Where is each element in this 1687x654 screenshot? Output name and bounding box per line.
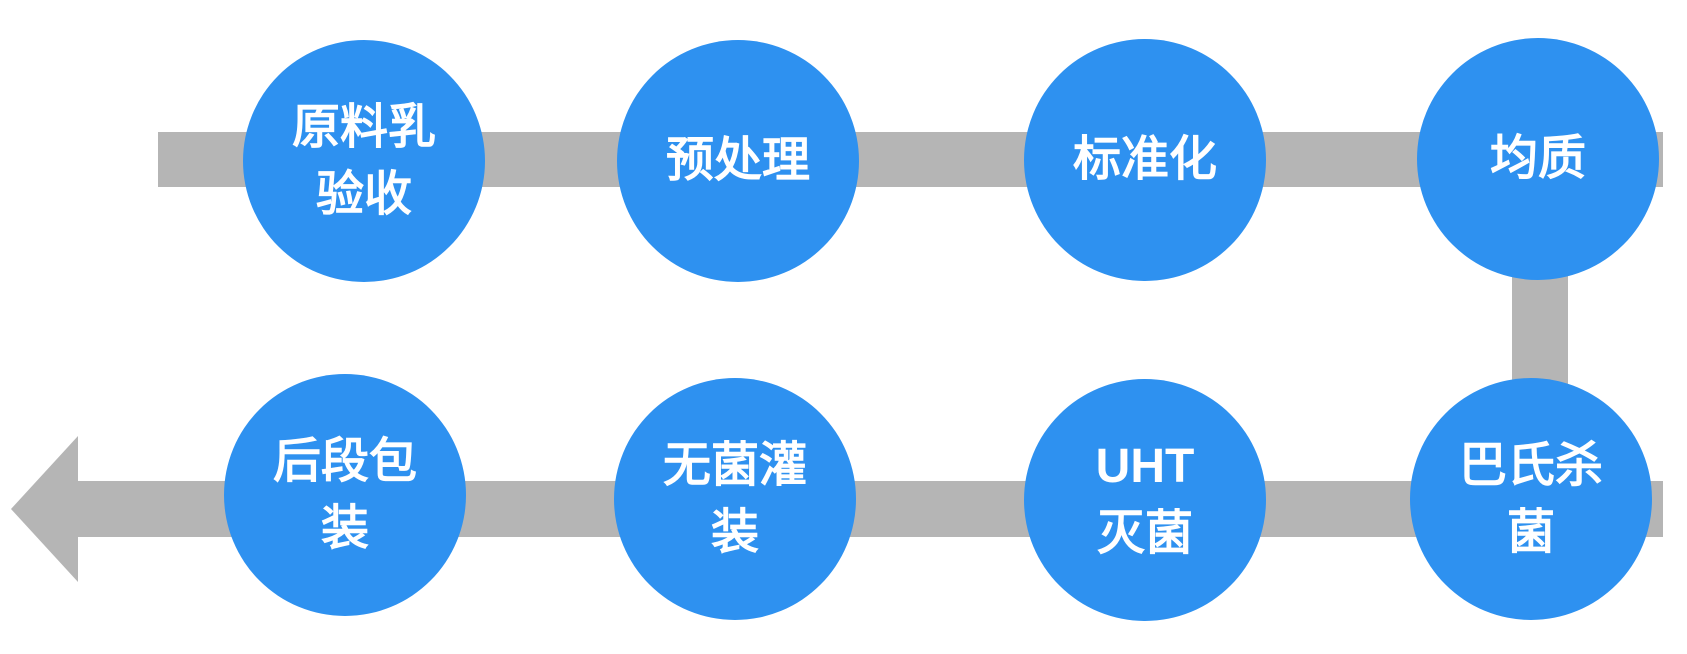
node-label-pasteurization: 巴氏杀 菌 [1458, 438, 1603, 559]
node-pasteurization: 巴氏杀 菌 [1410, 378, 1652, 620]
node-aseptic-filling: 无菌灌 装 [614, 378, 856, 620]
node-label-standardization: 标准化 [1072, 133, 1217, 187]
node-label-pretreatment: 预处理 [665, 134, 810, 188]
flow-connector-vertical [1512, 262, 1568, 392]
node-uht-sterilization: UHT 灭菌 [1024, 379, 1266, 621]
node-pretreatment: 预处理 [617, 40, 859, 282]
node-label-uht-sterilization: UHT 灭菌 [1095, 439, 1195, 560]
left-arrowhead-icon [11, 436, 78, 582]
node-standardization: 标准化 [1024, 39, 1266, 281]
node-label-aseptic-filling: 无菌灌 装 [662, 438, 807, 559]
node-homogenization: 均质 [1417, 38, 1659, 280]
node-label-homogenization: 均质 [1489, 132, 1586, 186]
node-raw-milk-acceptance: 原料乳 验收 [243, 40, 485, 282]
node-label-final-packaging: 后段包 装 [272, 434, 417, 555]
node-label-raw-milk-acceptance: 原料乳 验收 [291, 100, 436, 221]
node-final-packaging: 后段包 装 [224, 374, 466, 616]
